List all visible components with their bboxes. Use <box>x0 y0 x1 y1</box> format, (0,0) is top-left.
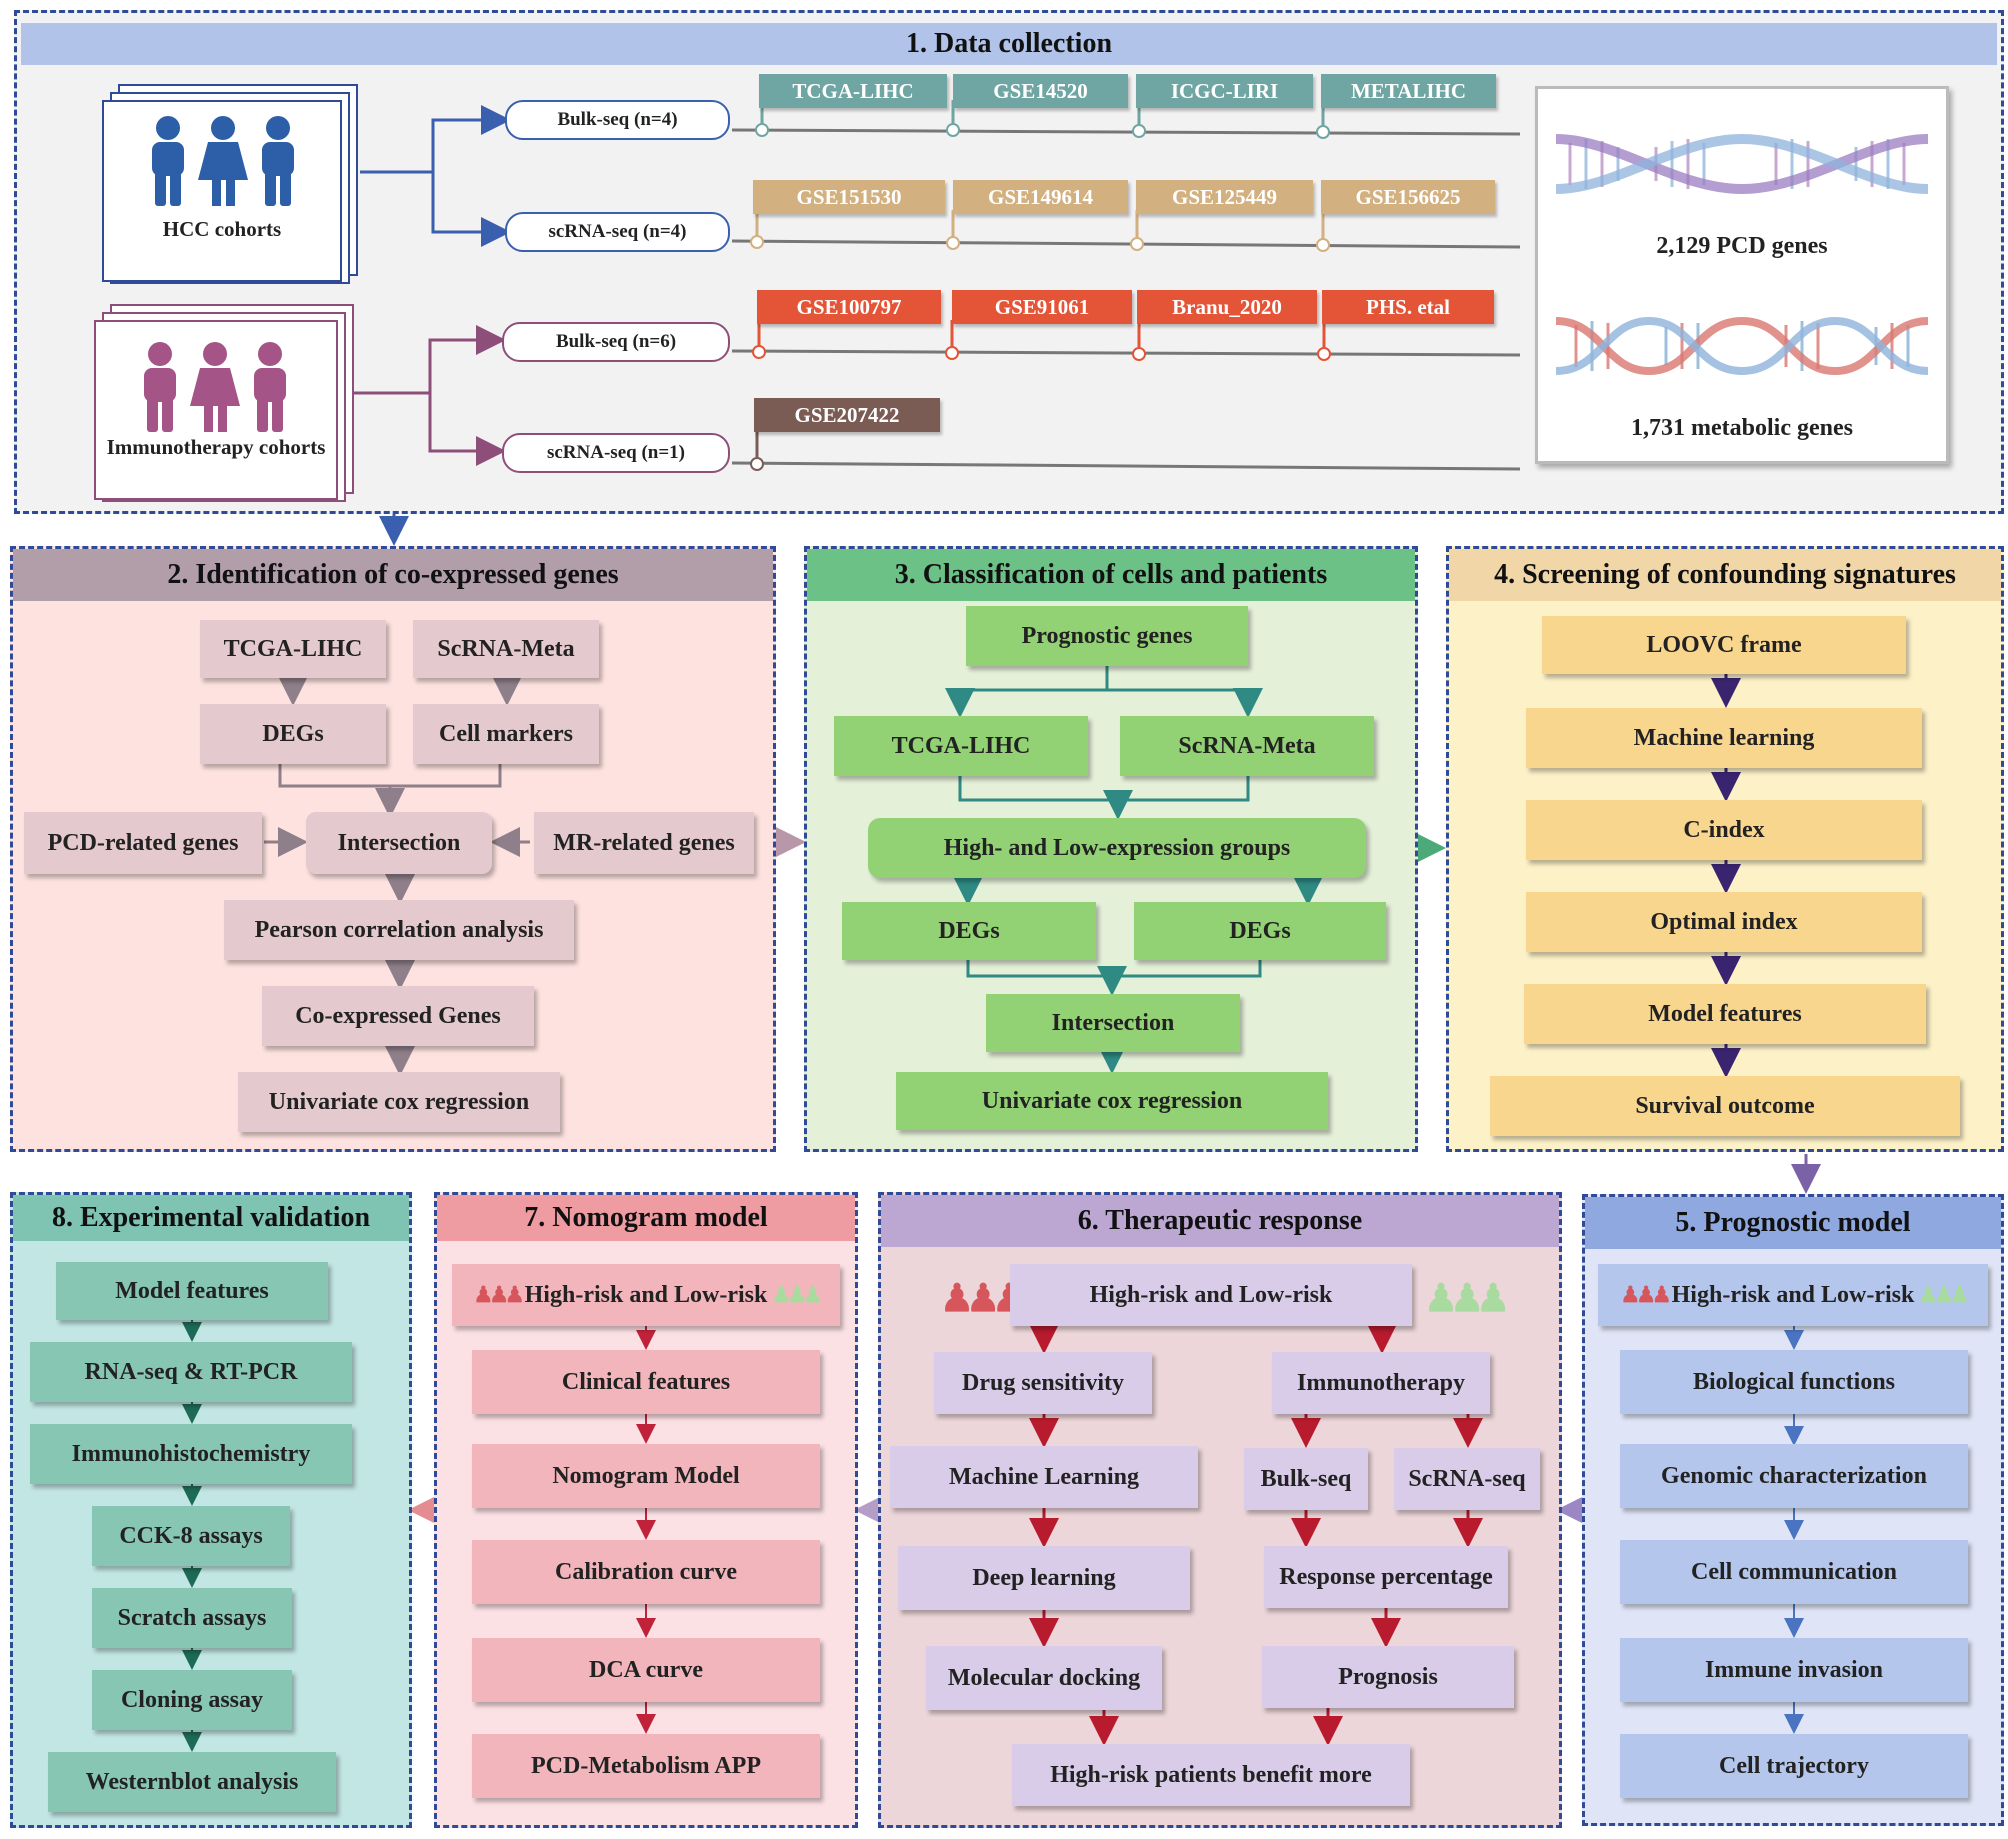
dataset-tag: GSE149614 <box>953 180 1128 214</box>
box-step: LOOVC frame <box>1542 616 1906 674</box>
pcd-genes-label: 2,129 PCD genes <box>1656 233 1828 259</box>
dataset-tag: TCGA-LIHC <box>759 74 947 108</box>
box-high-low-risk: ♟♟♟ High-risk and Low-risk ♟♟♟ <box>452 1264 840 1326</box>
high-risk-people-icon: ♟♟♟ <box>940 1278 1026 1320</box>
hcc-label: HCC cohorts <box>162 217 282 241</box>
box-scrna: ScRNA-Meta <box>1120 716 1374 776</box>
box-degs-left: DEGs <box>842 902 1096 960</box>
risk-label: High-risk and Low-risk <box>1671 1281 1915 1308</box>
pill-hcc-bulk: Bulk-seq (n=4) <box>505 100 730 140</box>
dna-icon <box>1556 133 1928 195</box>
box-step: Scratch assays <box>92 1588 292 1648</box>
box-degs: DEGs <box>200 704 386 764</box>
box-response-percentage: Response percentage <box>1264 1546 1508 1608</box>
box-step: Model features <box>1524 984 1926 1044</box>
low-risk-people-icon: ♟♟♟ <box>1918 1281 1969 1307</box>
box-mr-genes: MR-related genes <box>534 812 754 874</box>
dataset-tag: GSE207422 <box>754 398 940 432</box>
panel-title: 1. Data collection <box>21 23 1997 65</box>
panel-title: 8. Experimental validation <box>13 1195 409 1241</box>
high-risk-people-icon: ♟♟♟ <box>1620 1281 1671 1307</box>
pill-immuno-scrna: scRNA-seq (n=1) <box>502 433 730 473</box>
box-step: Nomogram Model <box>472 1444 820 1508</box>
pill-hcc-scrna: scRNA-seq (n=4) <box>505 212 730 252</box>
box-degs-right: DEGs <box>1134 902 1386 960</box>
gene-summary-box: 2,129 PCD genes 1,731 metabolic genes <box>1535 86 1949 464</box>
box-intersection: Intersection <box>306 812 492 874</box>
dataset-tag: Branu_2020 <box>1137 290 1317 324</box>
risk-label: High-risk and Low-risk <box>524 1281 768 1308</box>
box-scrna: ScRNA-Meta <box>413 620 599 678</box>
box-coexpressed: Co-expressed Genes <box>262 986 534 1046</box>
dataset-tag: GSE125449 <box>1136 180 1313 214</box>
immuno-label: Immunotherapy cohorts <box>106 435 326 459</box>
people-icon <box>152 116 294 206</box>
box-step: Immunohistochemistry <box>30 1424 352 1484</box>
panel-title: 2. Identification of co-expressed genes <box>13 549 773 601</box>
box-tcga: TCGA-LIHC <box>834 716 1088 776</box>
box-molecular-docking: Molecular docking <box>926 1646 1162 1710</box>
box-step: Cell trajectory <box>1620 1734 1968 1798</box>
box-step: DCA curve <box>472 1638 820 1702</box>
box-pcd-genes: PCD-related genes <box>24 812 262 874</box>
box-step: C-index <box>1526 800 1922 860</box>
box-machine-learning: Machine Learning <box>890 1446 1198 1508</box>
box-deep-learning: Deep learning <box>898 1546 1190 1610</box>
immuno-card: Immunotherapy cohorts <box>94 320 338 500</box>
box-cell-markers: Cell markers <box>413 704 599 764</box>
dataset-tag: ICGC-LIRI <box>1136 74 1313 108</box>
box-step: Optimal index <box>1526 892 1922 952</box>
dataset-tag: METALIHC <box>1321 74 1496 108</box>
box-bulk-seq: Bulk-seq <box>1244 1448 1368 1510</box>
box-cox: Univariate cox regression <box>238 1072 560 1132</box>
box-high-low-risk: ♟♟♟ High-risk and Low-risk ♟♟♟ <box>1598 1264 1988 1326</box>
box-prognostic-genes: Prognostic genes <box>966 606 1248 666</box>
box-step: Cell communication <box>1620 1540 1968 1604</box>
box-step: Calibration curve <box>472 1540 820 1604</box>
panel-title: 5. Prognostic model <box>1585 1197 2001 1249</box>
box-high-low-risk: High-risk and Low-risk <box>1010 1264 1412 1326</box>
box-step: Machine learning <box>1526 708 1922 768</box>
box-drug-sensitivity: Drug sensitivity <box>934 1352 1152 1414</box>
high-risk-people-icon: ♟♟♟ <box>473 1281 524 1307</box>
dataset-tag: GSE100797 <box>757 290 941 324</box>
box-scrna-seq: ScRNA-seq <box>1394 1448 1540 1510</box>
box-immunotherapy: Immunotherapy <box>1272 1352 1490 1414</box>
panel-title: 7. Nomogram model <box>437 1195 855 1241</box>
box-step: Westernblot analysis <box>48 1752 336 1812</box>
dna-icon <box>1556 316 1928 376</box>
low-risk-people-icon: ♟♟♟ <box>771 1281 822 1307</box>
box-step: Model features <box>56 1262 328 1320</box>
dataset-tag: GSE14520 <box>953 74 1128 108</box>
box-step: Immune invasion <box>1620 1638 1968 1702</box>
box-tcga: TCGA-LIHC <box>200 620 386 678</box>
metabolic-genes-label: 1,731 metabolic genes <box>1631 415 1853 441</box>
box-intersection: Intersection <box>986 994 1240 1052</box>
dataset-tag: PHS. etal <box>1322 290 1494 324</box>
box-pearson: Pearson correlation analysis <box>224 900 574 960</box>
box-step: Survival outcome <box>1490 1076 1960 1136</box>
box-cox: Univariate cox regression <box>896 1072 1328 1130</box>
pill-immuno-bulk: Bulk-seq (n=6) <box>502 322 730 362</box>
box-step: RNA-seq & RT-PCR <box>30 1342 352 1402</box>
low-risk-people-icon: ♟♟♟ <box>1424 1278 1510 1320</box>
people-icon <box>144 342 286 432</box>
box-benefit: High-risk patients benefit more <box>1012 1744 1410 1806</box>
box-step: CCK-8 assays <box>92 1506 290 1566</box>
box-step: Clinical features <box>472 1350 820 1414</box>
panel-title: 3. Classification of cells and patients <box>807 549 1415 601</box>
box-expression-groups: High- and Low-expression groups <box>868 818 1366 878</box>
box-step: Biological functions <box>1620 1350 1968 1414</box>
panel-title: 4. Screening of confounding signatures <box>1449 549 2001 601</box>
box-step: Genomic characterization <box>1620 1444 1968 1508</box>
panel-title: 6. Therapeutic response <box>881 1195 1559 1247</box>
dataset-tag: GSE156625 <box>1321 180 1495 214</box>
box-step: PCD-Metabolism APP <box>472 1734 820 1798</box>
dataset-tag: GSE151530 <box>753 180 945 214</box>
box-prognosis: Prognosis <box>1262 1646 1514 1708</box>
hcc-card: HCC cohorts <box>102 100 342 282</box>
dataset-tag: GSE91061 <box>952 290 1132 324</box>
box-step: Cloning assay <box>92 1670 292 1730</box>
